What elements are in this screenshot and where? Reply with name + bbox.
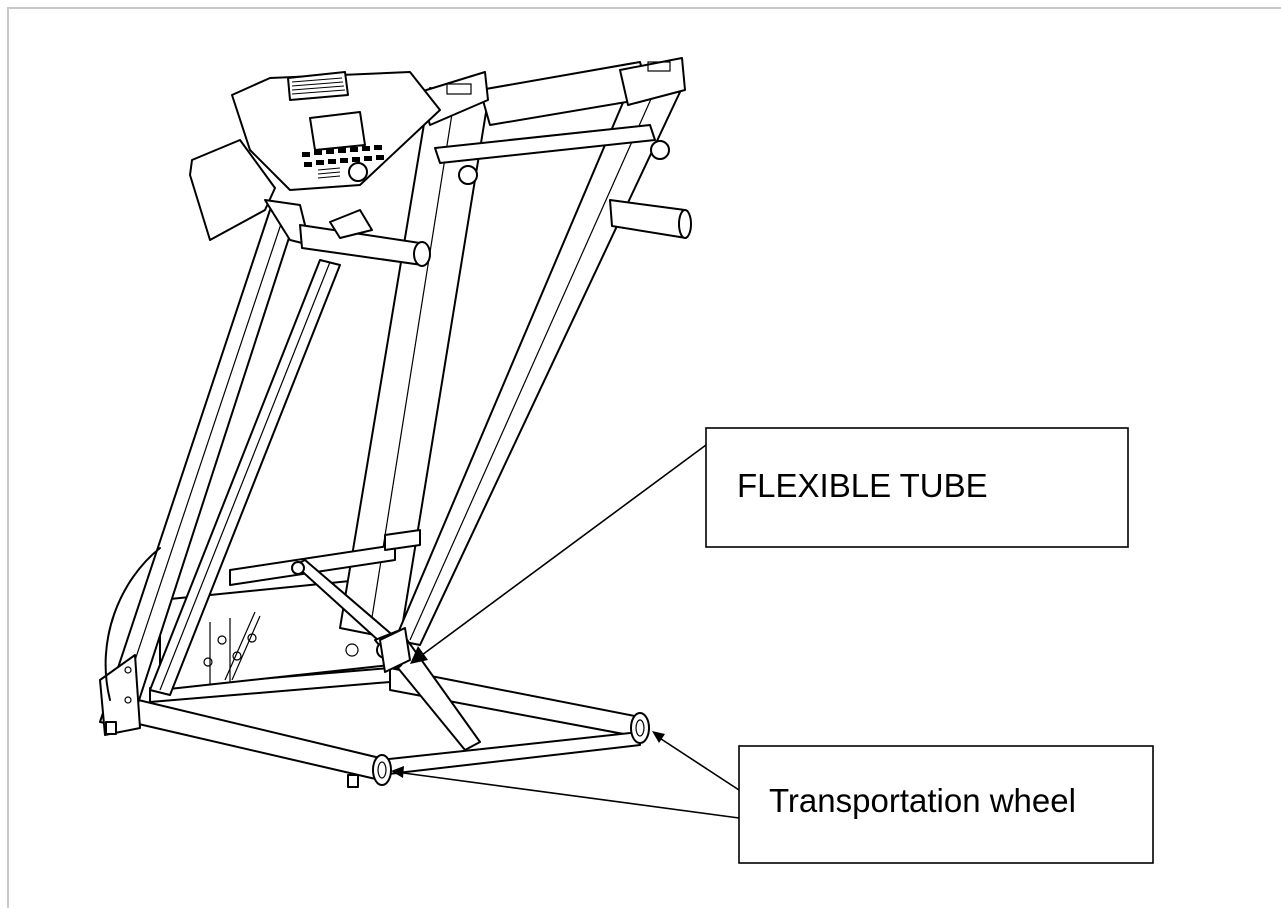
right-handlebar	[609, 199, 687, 239]
flexible-tube-label: FLEXIBLE TUBE	[737, 467, 988, 504]
transportation-wheel-callout: Transportation wheel	[391, 731, 1154, 864]
base-left-rail	[129, 697, 381, 781]
wheel-front-right	[630, 712, 650, 744]
transportation-wheel-label: Transportation wheel	[769, 782, 1076, 819]
base-front-bar	[379, 731, 641, 776]
treadmill-drawing	[99, 57, 692, 788]
flexible-tube-label-box	[705, 427, 1129, 548]
flexible-tube-arrow	[421, 444, 707, 656]
flexible-tube-callout: FLEXIBLE TUBE	[410, 427, 1129, 664]
page-frame	[7, 7, 1281, 908]
transportation-wheel-label-box	[738, 745, 1154, 864]
transportation-wheel-arrow-1	[654, 734, 740, 791]
wheel-front-left	[372, 754, 392, 786]
frame-bottom-bar	[229, 544, 396, 586]
transportation-wheel-arrow-2	[395, 771, 740, 819]
